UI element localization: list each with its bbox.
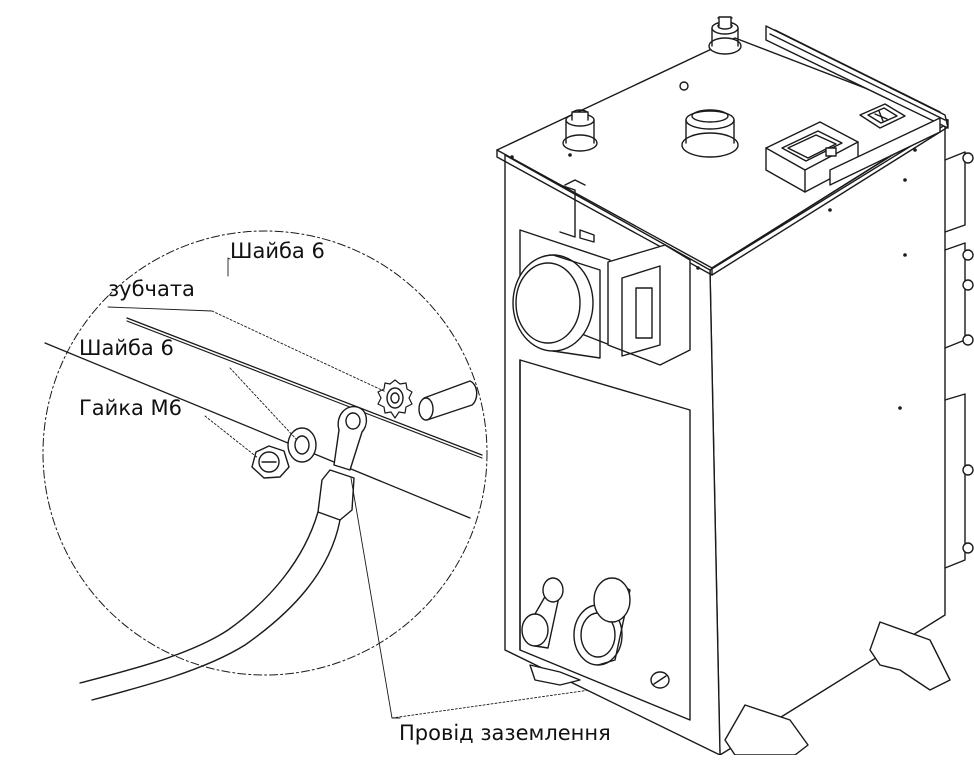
label-nut: Гайка М6 (79, 396, 183, 420)
stud (418, 380, 478, 421)
ground-screw (650, 671, 670, 689)
bottom-nozzles (521, 577, 631, 666)
control-module (765, 103, 941, 193)
label-washer: Шайба 6 (79, 336, 174, 360)
legs (529, 621, 951, 756)
label-toothed-washer-line1: Шайба 6 (230, 239, 325, 263)
detail-view (42, 230, 488, 701)
hex-nut (251, 445, 290, 479)
top-pipes (562, 16, 742, 158)
flue-outlet (512, 179, 691, 366)
detail-circle (42, 230, 488, 676)
boiler (496, 16, 974, 756)
rivets (510, 148, 917, 410)
label-toothed-washer-line2: зубчата (108, 277, 195, 301)
label-ground-wire: Провід заземлення (399, 721, 611, 745)
toothed-washer (377, 379, 413, 419)
washer (287, 427, 317, 463)
ground-wire-terminal (79, 405, 368, 701)
